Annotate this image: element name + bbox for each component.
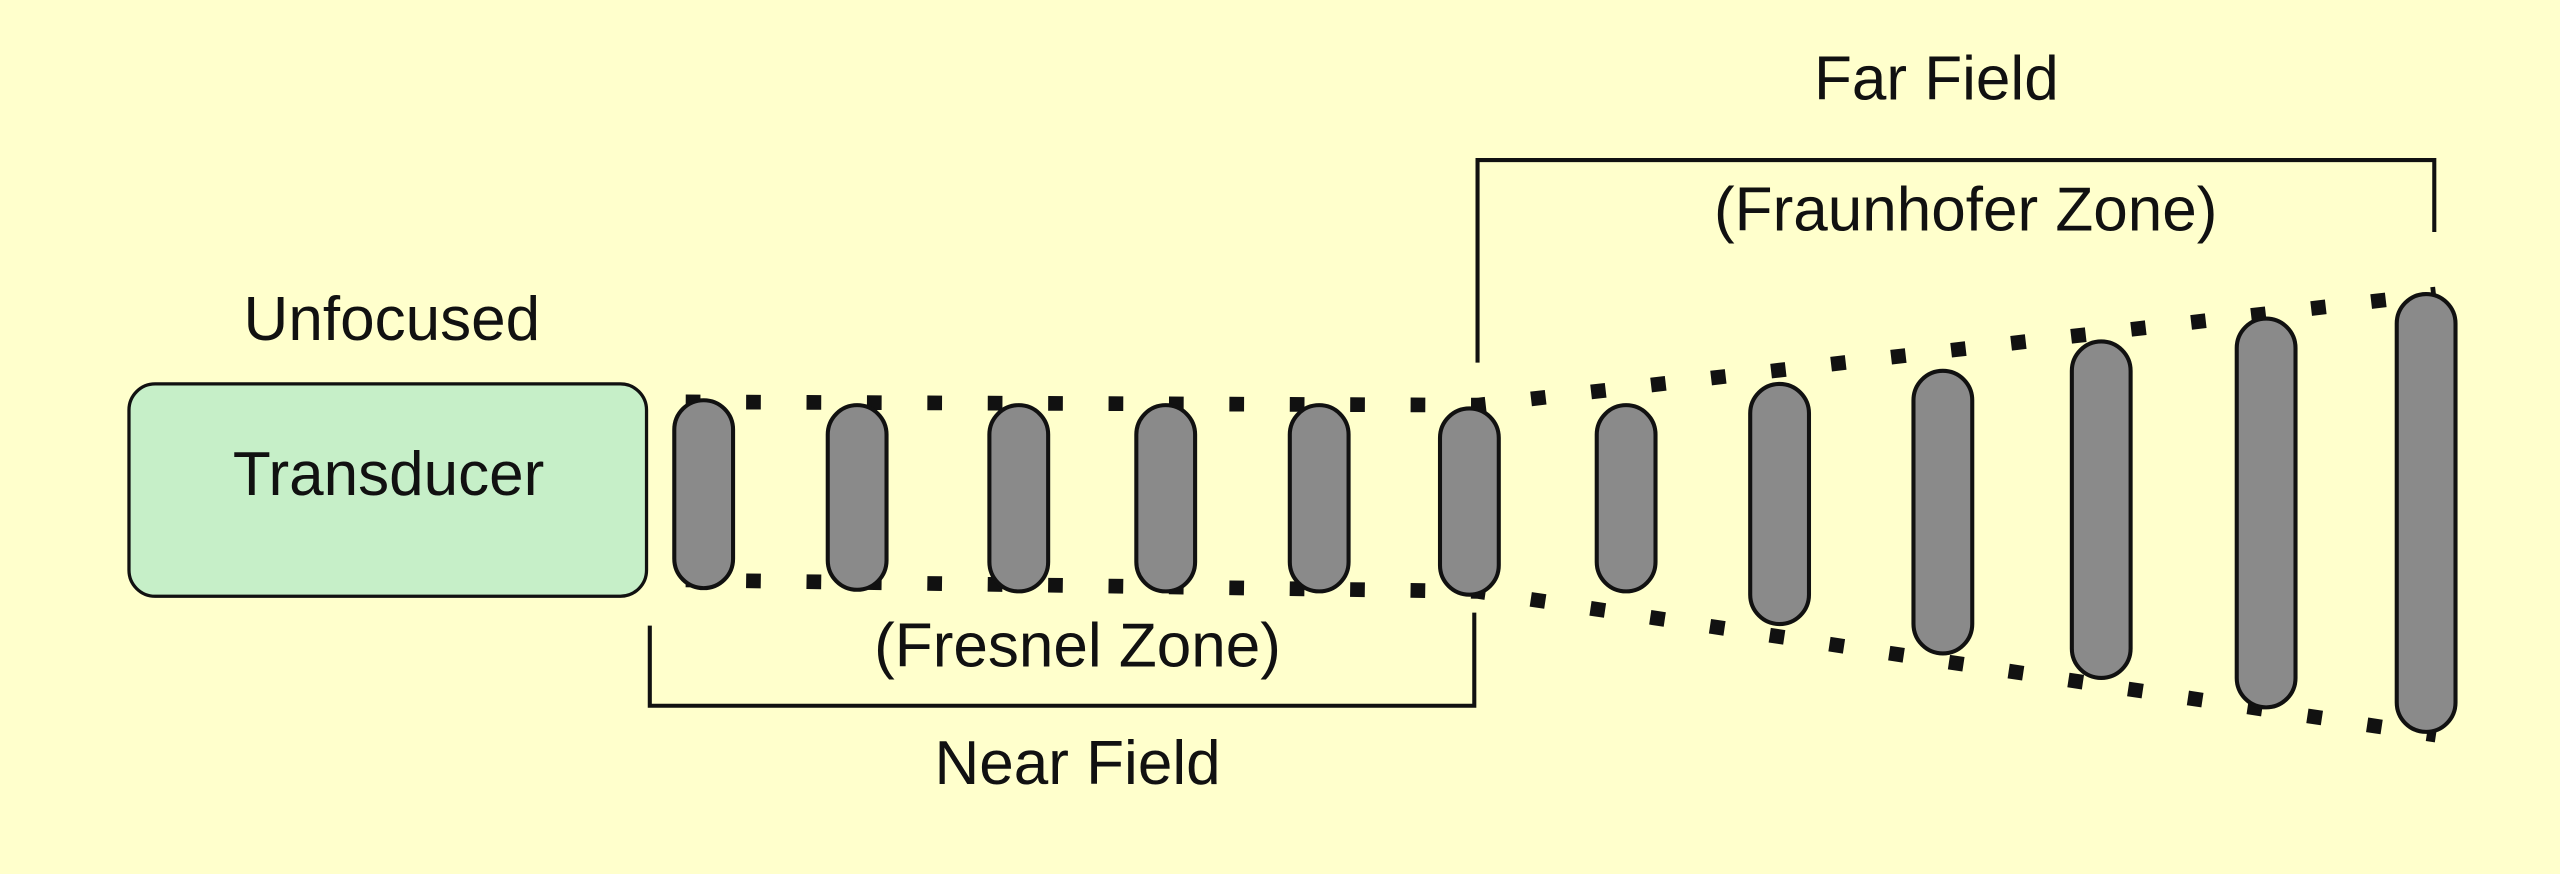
near-field-wavefront: [825, 403, 889, 592]
transducer-caption: Unfocused: [244, 285, 541, 354]
far-field-label: Far Field: [1814, 45, 2059, 114]
near-field-sublabel: (Fresnel Zone): [874, 612, 1281, 681]
near-field-wavefront: [1134, 403, 1198, 594]
far-field-wavefront: [1748, 381, 1812, 627]
near-field-label: Near Field: [934, 729, 1220, 798]
far-field-wavefront: [1594, 403, 1658, 594]
beam-edge-top: [685, 286, 2437, 413]
transducer-box: [127, 382, 649, 598]
near-field-wavefront: [1287, 403, 1351, 594]
far-field-sublabel: (Fraunhofer Zone): [1714, 175, 2217, 244]
transducer-label: Transducer: [233, 440, 544, 509]
far-field-wavefront: [2234, 316, 2298, 710]
far-field-wavefront: [1911, 368, 1975, 656]
near-field-wavefront: [1437, 406, 1501, 597]
near-field-wavefront: [987, 403, 1051, 594]
near-field-bracket: [647, 612, 1477, 708]
far-field-wavefront: [2394, 292, 2458, 734]
far-field-wavefront: [2069, 339, 2133, 681]
near-field-wavefront: [672, 398, 736, 591]
wavefronts: [672, 292, 2458, 734]
far-field-bracket: [1475, 158, 2437, 363]
